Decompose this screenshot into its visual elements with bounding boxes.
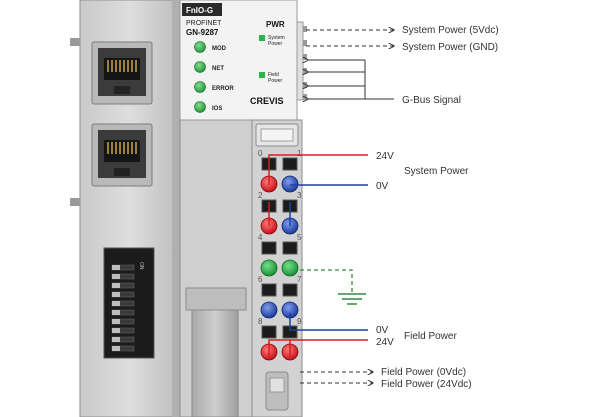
status-led-error bbox=[194, 81, 206, 93]
status-panel: FnIO-G PROFINET GN-9287 PWR System Power… bbox=[179, 0, 298, 121]
field-power-led bbox=[259, 72, 265, 78]
callout-lines bbox=[268, 30, 394, 383]
terminal-release-slot[interactable] bbox=[282, 283, 298, 297]
terminal-number: 9 bbox=[297, 317, 302, 326]
terminal-4-green[interactable] bbox=[260, 259, 278, 277]
terminal-number: 1 bbox=[297, 149, 302, 158]
terminal-release-slot[interactable] bbox=[282, 241, 298, 255]
terminal-number: 7 bbox=[297, 275, 302, 284]
label-field-power-24vdc: Field Power (24Vdc) bbox=[381, 379, 472, 390]
terminal-release-slot[interactable] bbox=[261, 325, 277, 339]
label-gbus-signal: G-Bus Signal bbox=[402, 95, 461, 106]
ethernet-port-2[interactable] bbox=[91, 123, 153, 187]
label-0v-bottom: 0V bbox=[376, 325, 389, 336]
model-label: GN-9287 bbox=[186, 28, 219, 37]
terminal-1-blue[interactable] bbox=[281, 175, 299, 193]
status-led-label: IOS bbox=[212, 106, 222, 112]
system-power-led-label-1: System bbox=[268, 35, 285, 41]
terminal-6-blue[interactable] bbox=[260, 301, 278, 319]
status-led-mod bbox=[194, 41, 206, 53]
dip-switch-label: ON bbox=[138, 262, 144, 270]
dip-switch[interactable]: ON bbox=[103, 247, 155, 359]
label-24v-bottom: 24V bbox=[376, 337, 394, 348]
middle-housing bbox=[179, 119, 253, 417]
logo: FnIO-G bbox=[186, 6, 213, 15]
callout-labels: System Power (5Vdc) System Power (GND) G… bbox=[376, 25, 499, 390]
terminal-number: 8 bbox=[258, 317, 263, 326]
label-system-power: System Power bbox=[404, 166, 469, 177]
label-field-power-0vdc: Field Power (0Vdc) bbox=[381, 367, 466, 378]
terminal-number: 4 bbox=[258, 233, 263, 242]
system-power-led bbox=[259, 35, 265, 41]
terminal-block: 0 1 2 3 4 5 6 7 8 9 bbox=[251, 119, 303, 417]
label-system-power-5v: System Power (5Vdc) bbox=[402, 25, 499, 36]
field-power-led-label-2: Power bbox=[268, 78, 283, 84]
status-led-ios bbox=[194, 101, 206, 113]
status-led-label: ERROR bbox=[212, 86, 234, 92]
status-led-label: NET bbox=[212, 66, 224, 72]
terminal-number: 5 bbox=[297, 233, 302, 242]
terminal-release-slot[interactable] bbox=[261, 283, 277, 297]
logo-badge bbox=[182, 3, 222, 16]
terminal-release-slot[interactable] bbox=[261, 241, 277, 255]
pwr-title: PWR bbox=[266, 20, 285, 29]
label-24v-top: 24V bbox=[376, 151, 394, 162]
field-power-led-label-1: Field bbox=[268, 72, 279, 78]
terminal-release-slot[interactable] bbox=[282, 157, 298, 171]
status-led-net bbox=[194, 61, 206, 73]
status-led-label: MOD bbox=[212, 46, 227, 52]
terminal-5-green[interactable] bbox=[281, 259, 299, 277]
gbus-connector bbox=[296, 21, 307, 101]
terminal-number: 3 bbox=[297, 191, 302, 200]
terminal-number: 2 bbox=[258, 191, 263, 200]
label-field-power: Field Power bbox=[404, 331, 457, 342]
terminal-number: 0 bbox=[258, 149, 263, 158]
label-system-power-gnd: System Power (GND) bbox=[402, 42, 498, 53]
protocol-label: PROFINET bbox=[186, 20, 222, 27]
system-power-led-label-2: Power bbox=[268, 41, 283, 47]
brand-label: CREVIS bbox=[250, 96, 284, 106]
label-0v-top: 0V bbox=[376, 181, 389, 192]
ethernet-port-1[interactable] bbox=[91, 41, 153, 105]
terminal-number: 6 bbox=[258, 275, 263, 284]
